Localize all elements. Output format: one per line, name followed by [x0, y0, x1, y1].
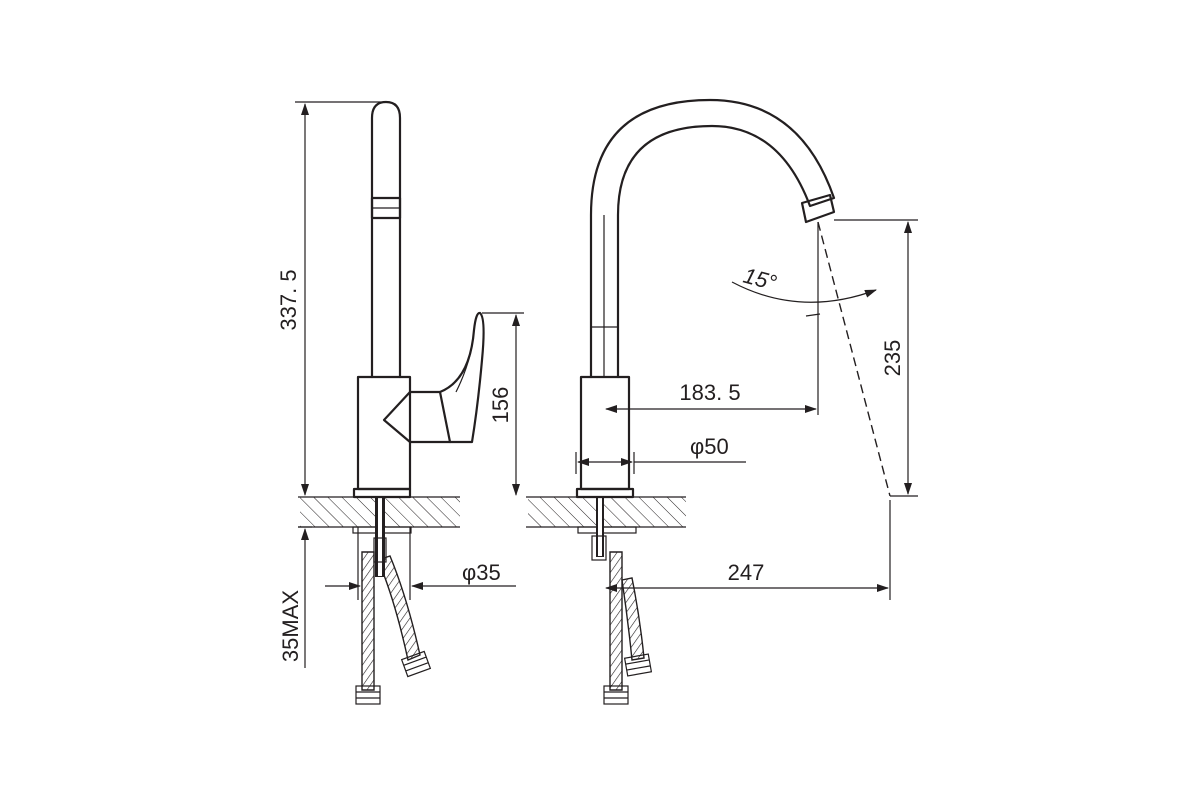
- dim-hole-diameter: φ35: [325, 527, 516, 600]
- mounting-stud-left: [352, 497, 412, 577]
- dim-body-diameter: φ50: [575, 434, 746, 474]
- lever-handle-left: [382, 311, 485, 444]
- dim-spout-reach-label: 183. 5: [679, 380, 740, 405]
- mounting-stud-right: [577, 497, 637, 561]
- dim-spout-height: 235: [834, 219, 918, 497]
- dim-overall-reach-label: 247: [728, 560, 765, 585]
- base-ring-right: [575, 487, 635, 499]
- dim-deck-thickness: 35MAX: [278, 526, 312, 668]
- dim-handle-height: 156: [482, 312, 524, 496]
- front-view: 15° 235 183. 5 φ50 247: [526, 98, 918, 705]
- base-ring-left: [352, 487, 412, 499]
- dim-spout-angle: 15°: [731, 263, 877, 317]
- dim-body-diameter-label: φ50: [690, 434, 729, 459]
- supply-hoses-right: [603, 551, 653, 705]
- dim-handle-height-label: 156: [488, 387, 513, 424]
- gooseneck-spout: [589, 98, 836, 379]
- dim-deck-thickness-label: 35MAX: [278, 590, 303, 662]
- dim-hole-diameter-label: φ35: [462, 560, 501, 585]
- supply-hoses-left: [355, 551, 432, 705]
- dim-total-height-label: 337. 5: [276, 269, 301, 330]
- side-view: 337. 5 156 35MAX φ35: [276, 100, 524, 705]
- faucet-body-right: [579, 375, 631, 491]
- counter-section-right: [526, 496, 686, 528]
- faucet-body-left: [356, 375, 412, 491]
- dim-total-height: 337. 5: [276, 101, 384, 496]
- spout-tip: [800, 193, 836, 224]
- dim-spout-height-label: 235: [880, 340, 905, 377]
- dim-spout-angle-label: 15°: [741, 263, 780, 296]
- dim-spout-reach: 183. 5: [605, 380, 817, 413]
- dim-overall-reach: 247: [605, 500, 891, 600]
- spout-column-left: [370, 100, 402, 379]
